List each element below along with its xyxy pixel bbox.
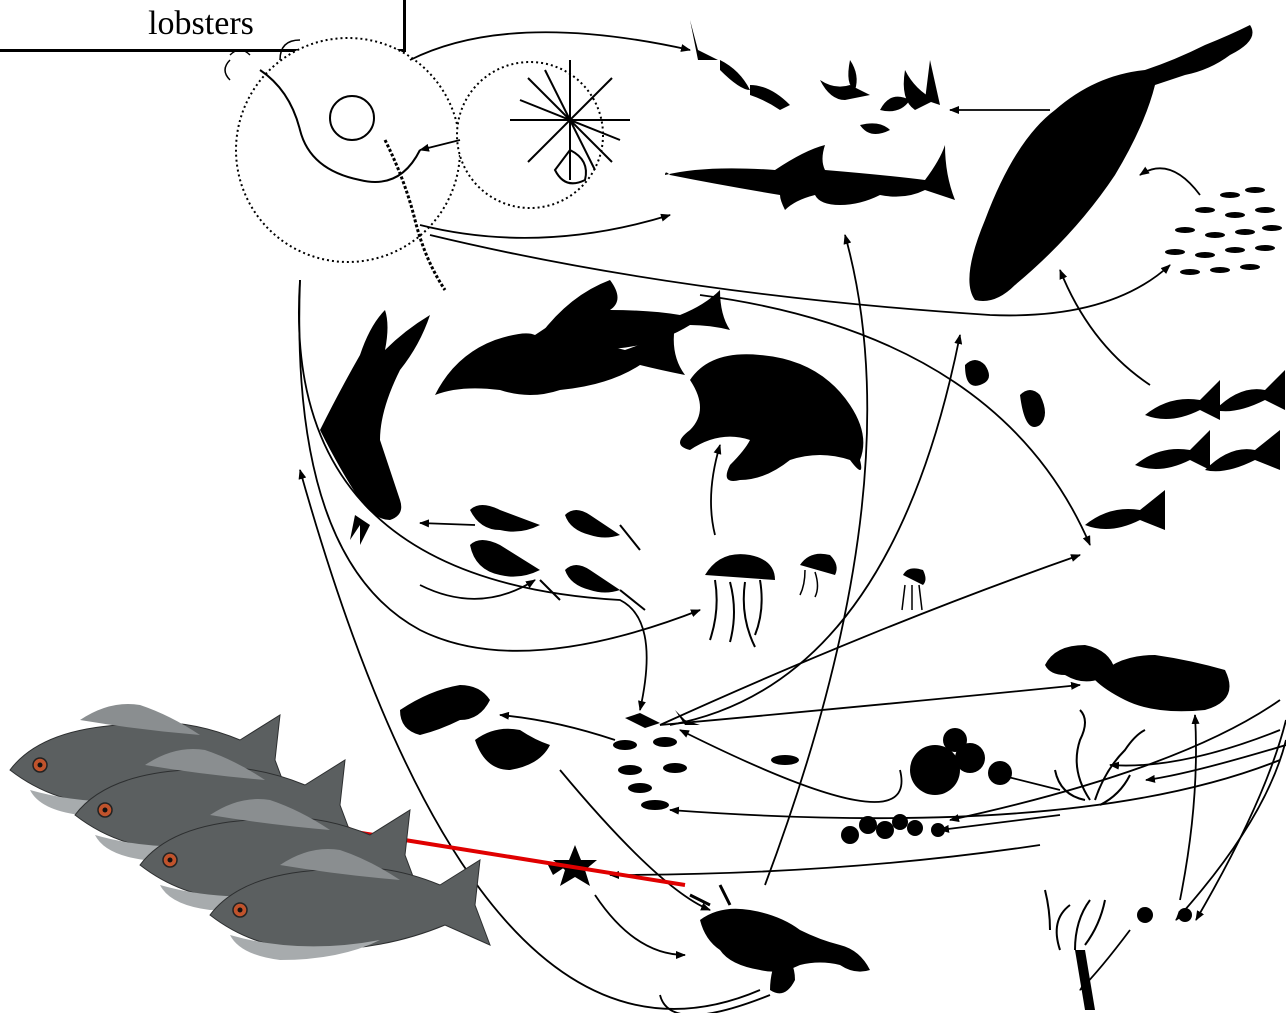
reef-fish-icon bbox=[1045, 645, 1230, 711]
seaweed-icon bbox=[1045, 710, 1145, 950]
schooling-fish-icon bbox=[1085, 370, 1285, 530]
sponge-icon bbox=[1075, 907, 1192, 1010]
baby-turtle-icon bbox=[965, 360, 1045, 427]
scorpionfish-icon bbox=[400, 685, 550, 770]
seabird-flock-icon bbox=[690, 20, 940, 134]
larva-sphere-icon bbox=[457, 60, 630, 208]
bottom-eggs-icon bbox=[613, 710, 799, 810]
plankton-egg-sphere-icon bbox=[225, 38, 460, 290]
tuna-icon bbox=[435, 280, 730, 395]
shark-icon bbox=[665, 145, 955, 210]
whale-icon bbox=[969, 25, 1252, 301]
jellyfish-icon bbox=[705, 554, 926, 647]
lobster-icon bbox=[690, 885, 870, 993]
clam-icon bbox=[841, 728, 1012, 844]
small-fish-school-icon bbox=[1165, 187, 1282, 275]
grouper-icon bbox=[320, 310, 430, 545]
sea-turtle-icon bbox=[680, 354, 863, 481]
black-sea-bass-icon bbox=[10, 704, 490, 960]
